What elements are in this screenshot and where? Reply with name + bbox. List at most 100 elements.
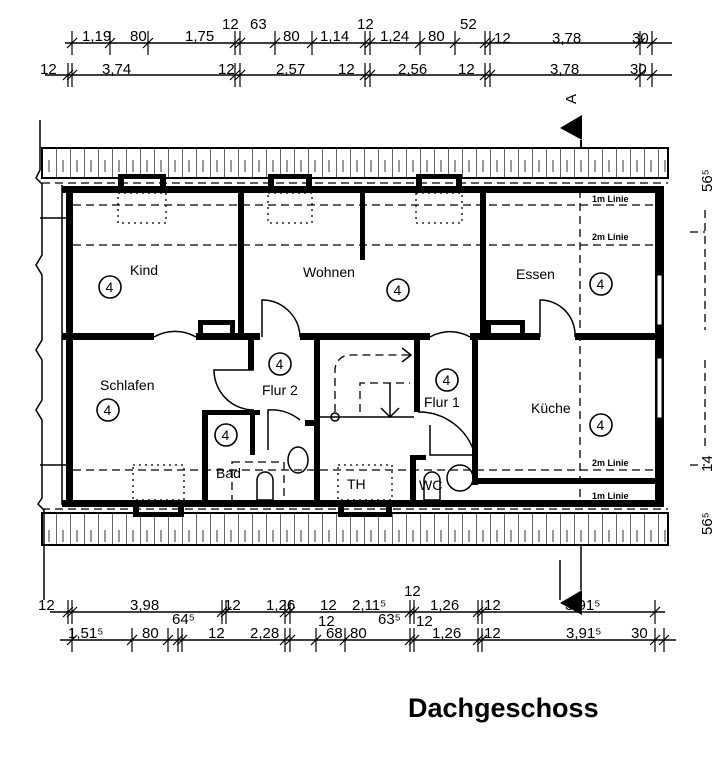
- room-schlafen: Schlafen: [100, 377, 154, 393]
- room-marker-circle: [96, 398, 120, 422]
- dim-bottom-row1-6: 12: [404, 583, 421, 600]
- dimension-tick-slash: [234, 37, 246, 49]
- dimension-tick-slash: [646, 37, 658, 49]
- walls: [62, 174, 664, 517]
- room-marker-circle: [214, 423, 238, 447]
- skylights: [117, 192, 463, 501]
- dim-bottom-row1-3: 1,26: [266, 597, 295, 614]
- dimension-tick-slash: [229, 69, 241, 81]
- room-marker-kueche: 4: [589, 413, 613, 437]
- dimension-tick-slash: [172, 634, 184, 646]
- room-labels: Kind Wohnen Essen Schlafen Flur 2 Flur 1…: [100, 262, 571, 493]
- dim-bottom-row2-11: 12: [484, 625, 501, 642]
- dim-right-middle: 14: [699, 455, 716, 472]
- dim-bottom-row1-9: 3,91⁵: [565, 597, 600, 614]
- dim-bottom-row2-1: 80: [142, 625, 159, 642]
- room-wc: WC: [419, 477, 442, 493]
- dimension-labels: 1,19 80 1,75 12 63 80 1,14 12 1,24 80 52 12 3,78 30 12…: [38, 16, 649, 642]
- dimension-tick-slash: [339, 634, 351, 646]
- dim-bottom-row1-1: 3,98: [130, 597, 159, 614]
- dim-top-row1-4: 63: [250, 16, 267, 33]
- dimension-tick-slash: [269, 37, 281, 49]
- dimension-tick-slash: [142, 37, 154, 49]
- dim-right-bottom: 56⁵: [699, 512, 716, 535]
- dim-bottom-row2-6: 68: [326, 625, 343, 642]
- dim-top-row1-11: 12: [494, 30, 511, 47]
- dim-top-row2-5: 2,56: [398, 61, 427, 78]
- dim-top-row1-10: 52: [460, 16, 477, 33]
- line-label-2m-top: 2m Linie: [592, 232, 629, 242]
- dimension-tick-slash: [162, 634, 174, 646]
- toilet-icon: [423, 471, 441, 501]
- room-marker-number: 4: [394, 282, 402, 298]
- room-wohnen: Wohnen: [303, 264, 355, 280]
- dimension-tick-slash: [649, 606, 661, 618]
- dim-bottom-row2-2: 64⁵: [172, 611, 195, 628]
- dimension-tick-slash: [484, 37, 496, 49]
- dim-top-row1-1: 80: [130, 28, 147, 45]
- doors: [153, 299, 576, 456]
- dim-top-row1-12: 3,78: [552, 30, 581, 47]
- dimension-tick-slash: [279, 606, 291, 618]
- dimension-tick-slash: [476, 606, 488, 618]
- dimension-tick-slash: [284, 634, 296, 646]
- room-marker-number: 4: [597, 276, 605, 292]
- dimension-tick-slash: [484, 69, 496, 81]
- dimension-tick-slash: [408, 606, 420, 618]
- dim-top-row1-6: 1,14: [320, 28, 349, 45]
- dim-bottom-row2-4: 2,28: [250, 625, 279, 642]
- room-marker-number: 4: [276, 356, 284, 372]
- section-arrow-icon: [560, 115, 582, 140]
- room-marker-number: 4: [104, 402, 112, 418]
- sanitary-fixtures: [231, 446, 474, 503]
- line-label-2m-bottom: 2m Linie: [592, 458, 629, 468]
- dimension-tick-slash: [66, 69, 78, 81]
- dimension-tick-slash: [408, 634, 420, 646]
- dimension-tick-slash: [479, 69, 491, 81]
- line-label-1m-bottom: 1m Linie: [592, 491, 629, 501]
- dim-bottom-row2-8: 63⁵: [378, 611, 401, 628]
- staircase: [320, 347, 414, 422]
- height-lines: 1m Linie 2m Linie 2m Linie 1m Linie: [73, 190, 655, 600]
- left-boundary: [35, 120, 45, 600]
- dimension-tick-slash: [449, 37, 461, 49]
- section-label: A: [563, 94, 580, 104]
- dimension-tick-slash: [404, 606, 416, 618]
- dimension-tick-slash: [658, 634, 670, 646]
- room-marker-wohnen: 4: [386, 278, 410, 302]
- dimension-tick-slash: [216, 606, 228, 618]
- dim-top-row2-8: 30: [630, 61, 647, 78]
- roof-top: [41, 147, 669, 184]
- dimension-tick-slash: [479, 37, 491, 49]
- dimension-tick-slash: [646, 69, 658, 81]
- dimension-tick-slash: [364, 37, 376, 49]
- section-arrow-icon: [560, 590, 582, 615]
- dim-top-row1-2: 1,75: [185, 28, 214, 45]
- dimension-tick-slash: [472, 634, 484, 646]
- dim-bottom-row1-5: 2,11⁵: [352, 597, 386, 614]
- dimension-tick-slash: [62, 69, 74, 81]
- room-marker-number: 4: [106, 279, 114, 295]
- dim-top-row1-0: 1,19: [82, 28, 111, 45]
- dimension-tick-slash: [359, 37, 371, 49]
- dim-top-row1-13: 30: [632, 30, 649, 47]
- dim-top-row2-3: 2,57: [276, 61, 305, 78]
- dim-top-row1-7: 12: [357, 16, 374, 33]
- dimension-tick-slash: [104, 37, 116, 49]
- dim-top-row1-8: 1,24: [380, 28, 409, 45]
- dim-top-row2-7: 3,78: [550, 61, 579, 78]
- dim-bottom-row2-3: 12: [208, 625, 225, 642]
- dimension-tick-slash: [62, 606, 74, 618]
- room-marker-kind: 4: [98, 275, 122, 299]
- dim-top-row1-5: 80: [283, 28, 300, 45]
- room-essen: Essen: [516, 266, 555, 282]
- dimension-tick-slash: [176, 634, 188, 646]
- room-marker-number: 4: [597, 417, 605, 433]
- room-flur-1: Flur 1: [424, 394, 460, 410]
- dim-bottom-row2-7: 80: [350, 625, 367, 642]
- room-marker-circle: [386, 278, 410, 302]
- right-dimension-line: [690, 210, 706, 466]
- room-marker-flur2: 4: [268, 352, 292, 376]
- dim-bottom-row2-5: 12: [318, 613, 335, 630]
